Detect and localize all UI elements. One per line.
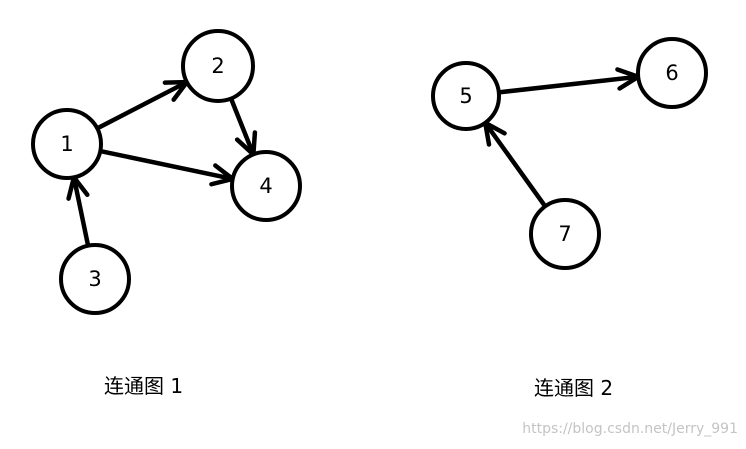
node-label: 1 xyxy=(60,132,73,156)
node-circle xyxy=(181,29,255,103)
edge-line xyxy=(98,148,235,182)
node-circle xyxy=(431,61,501,131)
edge-2-to-4 xyxy=(228,96,258,160)
node-label: 6 xyxy=(665,61,678,85)
node-circle xyxy=(31,108,103,180)
edge-line xyxy=(228,96,256,157)
node-circle xyxy=(636,37,708,109)
edge-1-to-2 xyxy=(94,79,192,131)
edge-7-to-5 xyxy=(482,118,548,209)
edge-1-to-4 xyxy=(98,148,238,187)
graph-2-caption: 连通图 2 xyxy=(534,376,614,400)
edge-line xyxy=(482,120,548,209)
watermark-text: https://blog.csdn.net/Jerry_991 xyxy=(522,421,738,437)
node-1: 1 xyxy=(31,108,103,180)
node-2: 2 xyxy=(181,29,255,103)
node-label: 2 xyxy=(211,54,224,78)
edge-line xyxy=(71,175,91,248)
edge-3-to-1 xyxy=(66,172,91,248)
node-label: 5 xyxy=(459,84,472,108)
node-5: 5 xyxy=(431,61,501,131)
node-label: 4 xyxy=(259,174,272,198)
node-4: 4 xyxy=(230,150,302,222)
node-circle xyxy=(529,198,601,270)
node-6: 6 xyxy=(636,37,708,109)
edge-5-to-6 xyxy=(496,67,644,95)
node-label: 7 xyxy=(558,222,571,246)
edge-line xyxy=(496,74,641,95)
node-circle xyxy=(59,243,131,315)
graph-1-caption: 连通图 1 xyxy=(104,374,184,398)
node-7: 7 xyxy=(529,198,601,270)
nodes-layer: 1 2 3 4 5 6 7 xyxy=(31,29,708,315)
edge-line xyxy=(94,79,190,131)
node-3: 3 xyxy=(59,243,131,315)
node-circle xyxy=(230,150,302,222)
node-label: 3 xyxy=(88,267,101,291)
